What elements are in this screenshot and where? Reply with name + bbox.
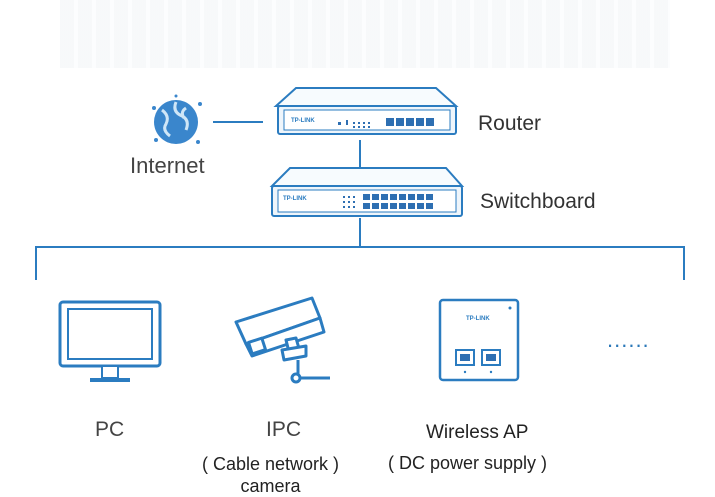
internet-label: Internet (130, 153, 205, 178)
router-brand-text: TP-LINK (291, 118, 315, 124)
router-icon: TP-LINK (273, 87, 459, 135)
more-devices-ellipsis: ...... (607, 327, 650, 352)
switch-icon: TP-LINK (269, 167, 465, 217)
ap-brand-text: TP-LINK (466, 316, 490, 322)
distribution-bus (35, 246, 685, 280)
wireless-ap-note: ( DC power supply ) (388, 453, 548, 473)
switch-brand-text: TP-LINK (283, 196, 307, 202)
camera-icon (234, 296, 330, 384)
globe-icon (152, 94, 202, 144)
pc-label: PC (95, 418, 125, 441)
ipc-label: IPC (266, 418, 302, 441)
monitor-icon (58, 300, 162, 382)
wireless-ap-label: Wireless AP (426, 422, 529, 443)
ipc-note-line2: camera (240, 476, 301, 496)
ipc-note-line1: ( Cable network ) (202, 454, 340, 474)
access-point-icon: TP-LINK (438, 298, 520, 382)
router-label: Router (478, 112, 542, 135)
connections (35, 121, 685, 280)
ipc-note: ( Cable network ) camera (202, 453, 339, 497)
switchboard-label: Switchboard (480, 190, 596, 213)
background-banner (60, 0, 670, 68)
